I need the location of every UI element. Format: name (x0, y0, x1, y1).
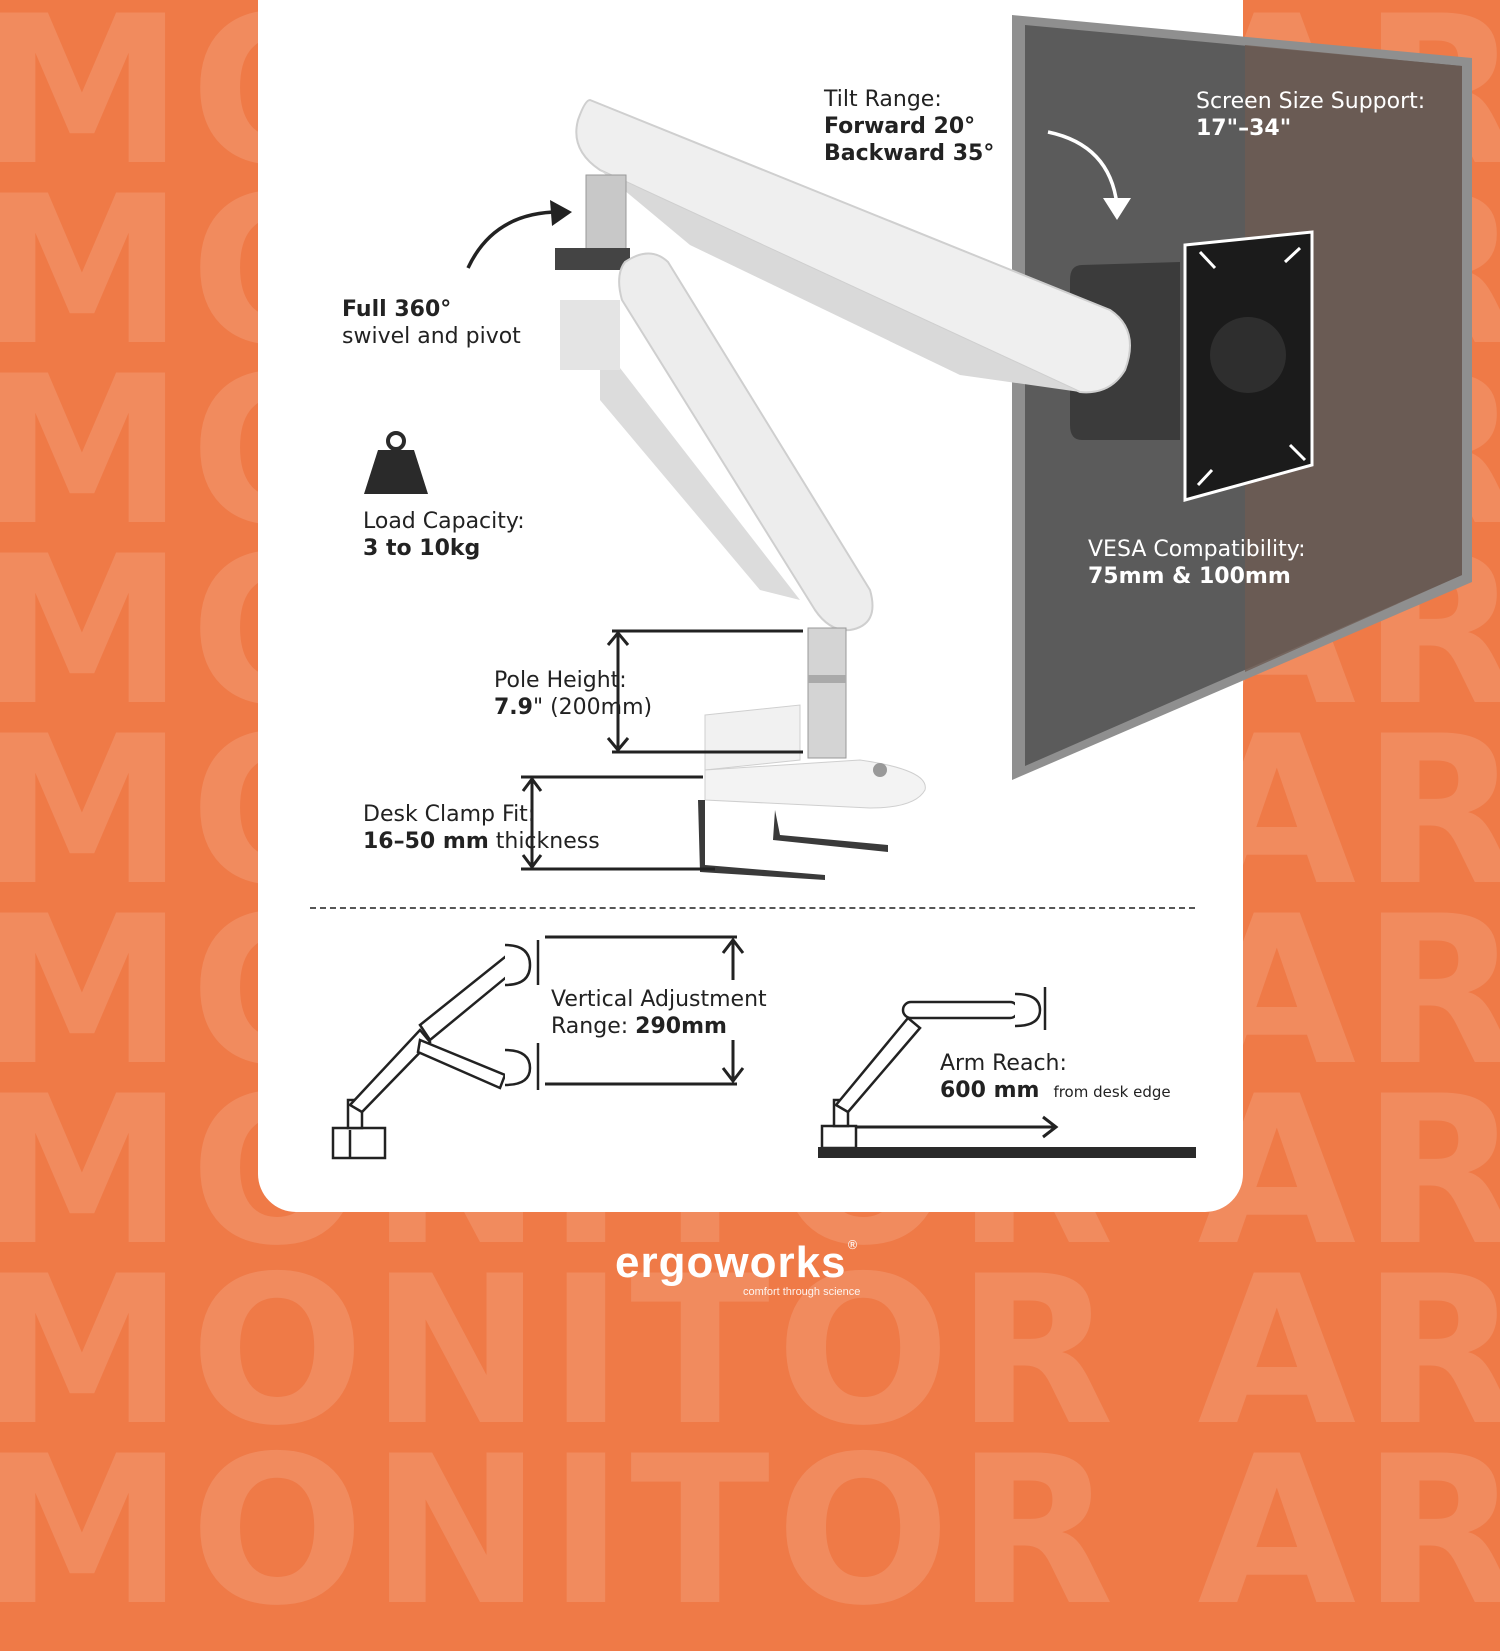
brand-name: ergoworks (615, 1238, 847, 1287)
swivel-value: Full 360° (342, 297, 452, 322)
divider (310, 907, 1195, 909)
vertical-adjustment-callout: Vertical Adjustment Range: 290mm (551, 986, 767, 1040)
arm-reach-label: Arm Reach: (940, 1051, 1067, 1076)
vertical-adjustment-label: Vertical Adjustment (551, 987, 767, 1012)
vesa-value: 75mm & 100mm (1088, 564, 1291, 589)
desk-surface (818, 1147, 1196, 1158)
desk-clamp-label: Desk Clamp Fit: (363, 802, 536, 827)
monitor-arm-illustration (555, 98, 1131, 880)
arm-reach-arrow (855, 1115, 1059, 1139)
monitor-illustration (1012, 15, 1472, 780)
pole-height-label: Pole Height: (494, 668, 627, 693)
watermark-text: MONITOR ARM (0, 1233, 1500, 1471)
vertical-range-dimension (545, 935, 745, 1086)
desk-clamp-callout: Desk Clamp Fit: 16–50 mm thickness (363, 801, 600, 855)
tilt-forward-value: Forward 20° (824, 114, 976, 139)
vesa-callout: VESA Compatibility: 75mm & 100mm (1088, 536, 1306, 590)
desk-clamp-value: 16–50 mm thickness (363, 829, 600, 854)
swivel-arrowhead (550, 200, 572, 226)
load-capacity-value: 3 to 10kg (363, 536, 481, 561)
pole-height-callout: Pole Height: 7.9" (200mm) (494, 667, 652, 721)
brand-tagline: comfort through science (743, 1286, 861, 1298)
pole-height-value: 7.9" (200mm) (494, 695, 653, 720)
vertical-adjustment-diagram (331, 940, 540, 1160)
weight-icon (364, 431, 428, 494)
screen-size-value: 17"–34" (1196, 116, 1292, 141)
swivel-arrow (466, 210, 566, 269)
clamp-dimension (521, 775, 715, 871)
swivel-callout: Full 360° swivel and pivot (342, 296, 521, 350)
vertical-adjustment-value: Range: 290mm (551, 1014, 727, 1039)
load-capacity-label: Load Capacity: (363, 509, 525, 534)
vesa-label: VESA Compatibility: (1088, 537, 1306, 562)
brand-logo: ergoworks® comfort through science (615, 1238, 860, 1298)
tilt-range-label: Tilt Range: (824, 87, 942, 112)
load-capacity-callout: Load Capacity: 3 to 10kg (363, 508, 525, 562)
swivel-label: swivel and pivot (342, 324, 521, 349)
registered-mark: ® (846, 1238, 859, 1252)
tilt-backward-value: Backward 35° (824, 141, 995, 166)
screen-size-label: Screen Size Support: (1196, 89, 1426, 114)
arm-reach-diagram (820, 987, 1047, 1150)
arm-reach-callout: Arm Reach: 600 mm from desk edge (940, 1050, 1171, 1106)
product-illustration (331, 15, 1472, 1160)
pole-height-dimension (606, 629, 803, 754)
tilt-arrowhead (1103, 198, 1131, 220)
tilt-range-callout: Tilt Range: Forward 20° Backward 35° (824, 86, 994, 167)
screen-size-callout: Screen Size Support: 17"–34" (1196, 88, 1425, 142)
arm-reach-value: 600 mm from desk edge (940, 1078, 1171, 1103)
tilt-arrow (1047, 130, 1119, 206)
